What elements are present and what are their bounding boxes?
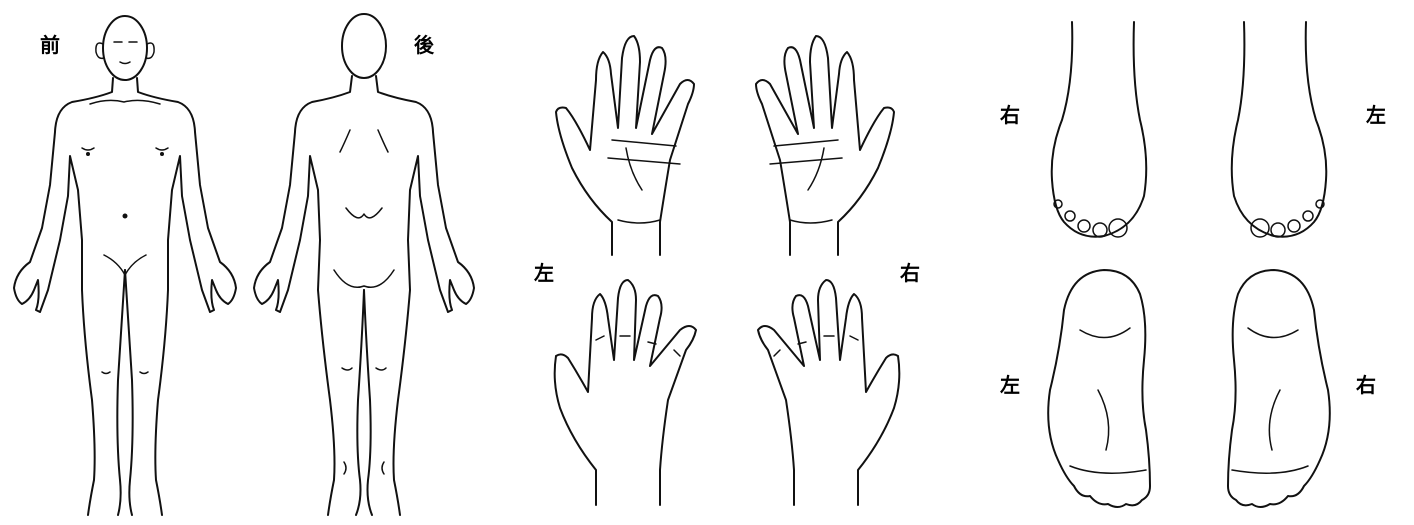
body-back-figure <box>254 14 474 515</box>
label-hand-left: 左 <box>534 261 554 285</box>
label-foot-top-right: 右 <box>1000 103 1020 127</box>
label-foot-sole-right: 右 <box>1356 373 1376 397</box>
foot-sole-right <box>1228 270 1330 507</box>
label-foot-sole-left: 左 <box>1000 373 1020 397</box>
label-hand-right: 右 <box>900 261 920 285</box>
label-front: 前 <box>40 33 60 57</box>
body-front-figure <box>14 16 236 515</box>
foot-top-right <box>1052 22 1147 237</box>
hand-back-right <box>758 280 899 505</box>
foot-sole-left <box>1048 270 1150 507</box>
label-foot-top-left: 左 <box>1366 103 1386 127</box>
hand-palm-left <box>556 36 694 255</box>
hand-back-left <box>555 280 696 505</box>
label-back: 後 <box>414 33 435 57</box>
hand-palm-right <box>756 36 894 255</box>
foot-top-left <box>1232 22 1327 237</box>
